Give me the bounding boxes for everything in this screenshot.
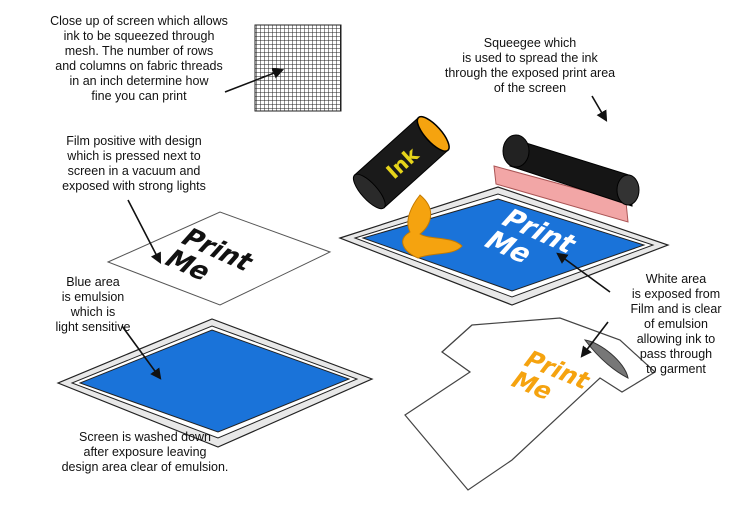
callout-arrows (121, 68, 611, 380)
white-area-caption: White area is exposed from Film and is c… (630, 272, 722, 376)
arrow-white-area-shirt (580, 321, 609, 358)
film-positive: Print Me (106, 211, 332, 306)
ink-pour (402, 194, 463, 259)
squeegee-caption: Squeegee which is used to spread the ink… (444, 36, 616, 95)
arrow-film (127, 199, 162, 264)
arrow-squeegee (591, 95, 608, 122)
squeegee (493, 134, 640, 223)
ink-can: Ink (352, 115, 450, 210)
blue-area-caption: Blue area is emulsion which is light sen… (55, 275, 131, 334)
film-caption: Film positive with design which is press… (62, 134, 206, 193)
arrow-blue-area (121, 325, 162, 380)
mesh-closeup (254, 24, 342, 112)
emulsion-screen (56, 318, 374, 448)
arrow-white-area-screen (556, 252, 611, 293)
mesh-caption: Close up of screen which allows ink to b… (50, 14, 228, 103)
arrow-mesh (224, 68, 285, 93)
washed-screen-caption: Screen is washed down after exposure lea… (61, 430, 229, 474)
